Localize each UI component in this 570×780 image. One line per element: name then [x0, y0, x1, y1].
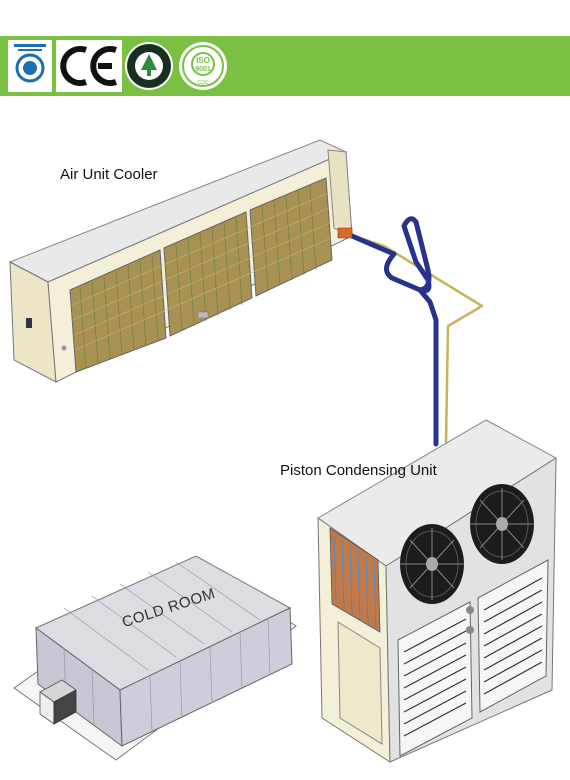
cold-room: [13, 555, 297, 761]
piston-condensing-unit: [317, 419, 557, 763]
piston-condensing-unit-label: Piston Condensing Unit: [280, 462, 437, 479]
air-unit-cooler: [8, 139, 353, 383]
air-unit-cooler-label: Air Unit Cooler: [60, 166, 158, 183]
iso9001-icon: ISO 9001 CQC: [179, 42, 227, 90]
iso14000-icon: [125, 42, 173, 90]
svg-text:9001: 9001: [195, 66, 211, 73]
cooler-coil-panels: [69, 177, 333, 373]
svg-text:CQC: CQC: [197, 80, 209, 86]
svg-text:ISO: ISO: [196, 56, 210, 65]
condenser-fan-right: [470, 484, 534, 564]
condenser-fan-left: [400, 524, 464, 604]
ce-mark-icon: [56, 40, 122, 92]
ohsas-cert-icon: [8, 40, 52, 92]
refrigerant-piping: [337, 216, 484, 447]
